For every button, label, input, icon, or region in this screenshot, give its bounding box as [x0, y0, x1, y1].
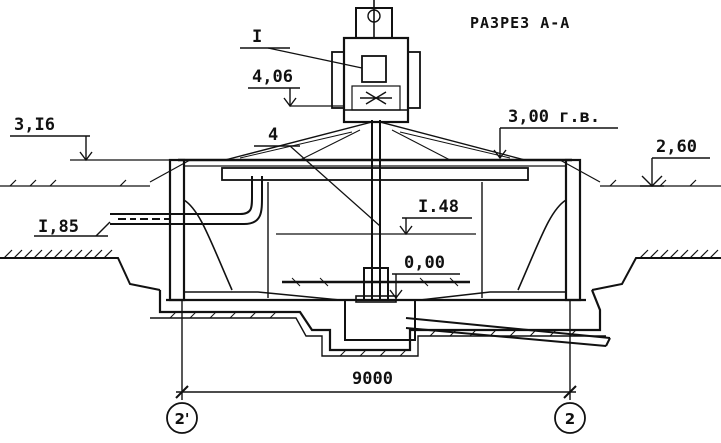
elevation-inner-level-text: I.48	[418, 197, 459, 217]
elevation-inner-level: I.48	[399, 197, 472, 236]
elevation-top-drive: 4,06	[248, 67, 344, 108]
drive-unit	[331, 0, 421, 124]
elevation-right-ground-text: 2,60	[656, 137, 697, 157]
axis-marker-left: 2'	[166, 402, 198, 434]
elevation-inlet-pipe: I,85	[34, 217, 111, 237]
elevation-left-ground-text: 3,I6	[14, 115, 55, 135]
elevation-right-ground: 2,60	[640, 137, 710, 187]
elevation-water-level-text: 3,00 г.в.	[508, 107, 600, 127]
dimension-span: 9000	[175, 300, 577, 400]
central-shaft	[355, 120, 397, 303]
section-title: РАЗРЕЗ А-А	[470, 14, 570, 32]
elevation-water-level: 3,00 г.в.	[493, 107, 618, 160]
inlet-pipe	[110, 176, 263, 225]
elevation-left-ground: 3,I6	[10, 115, 178, 162]
elevation-top-drive-text: 4,06	[252, 67, 293, 87]
elevation-inlet-pipe-text: I,85	[38, 217, 79, 237]
callout-detail-mark-text: I	[252, 27, 262, 47]
dimension-span-text: 9000	[352, 369, 393, 389]
bridge-truss	[224, 121, 526, 161]
outlet-pipe	[405, 317, 611, 347]
callout-part-number: 4	[254, 125, 381, 227]
elevation-bottom: 0,00	[389, 253, 460, 300]
elevation-bottom-text: 0,00	[404, 253, 445, 273]
axis-marker-right: 2	[554, 402, 586, 434]
callout-detail-mark: I	[240, 27, 363, 69]
ground-surface-right	[591, 179, 721, 291]
callout-part-number-text: 4	[268, 125, 278, 145]
axis-marker-right-text: 2	[565, 410, 575, 428]
ground-surface-left	[0, 179, 161, 291]
axis-marker-left-text: 2'	[174, 410, 189, 428]
